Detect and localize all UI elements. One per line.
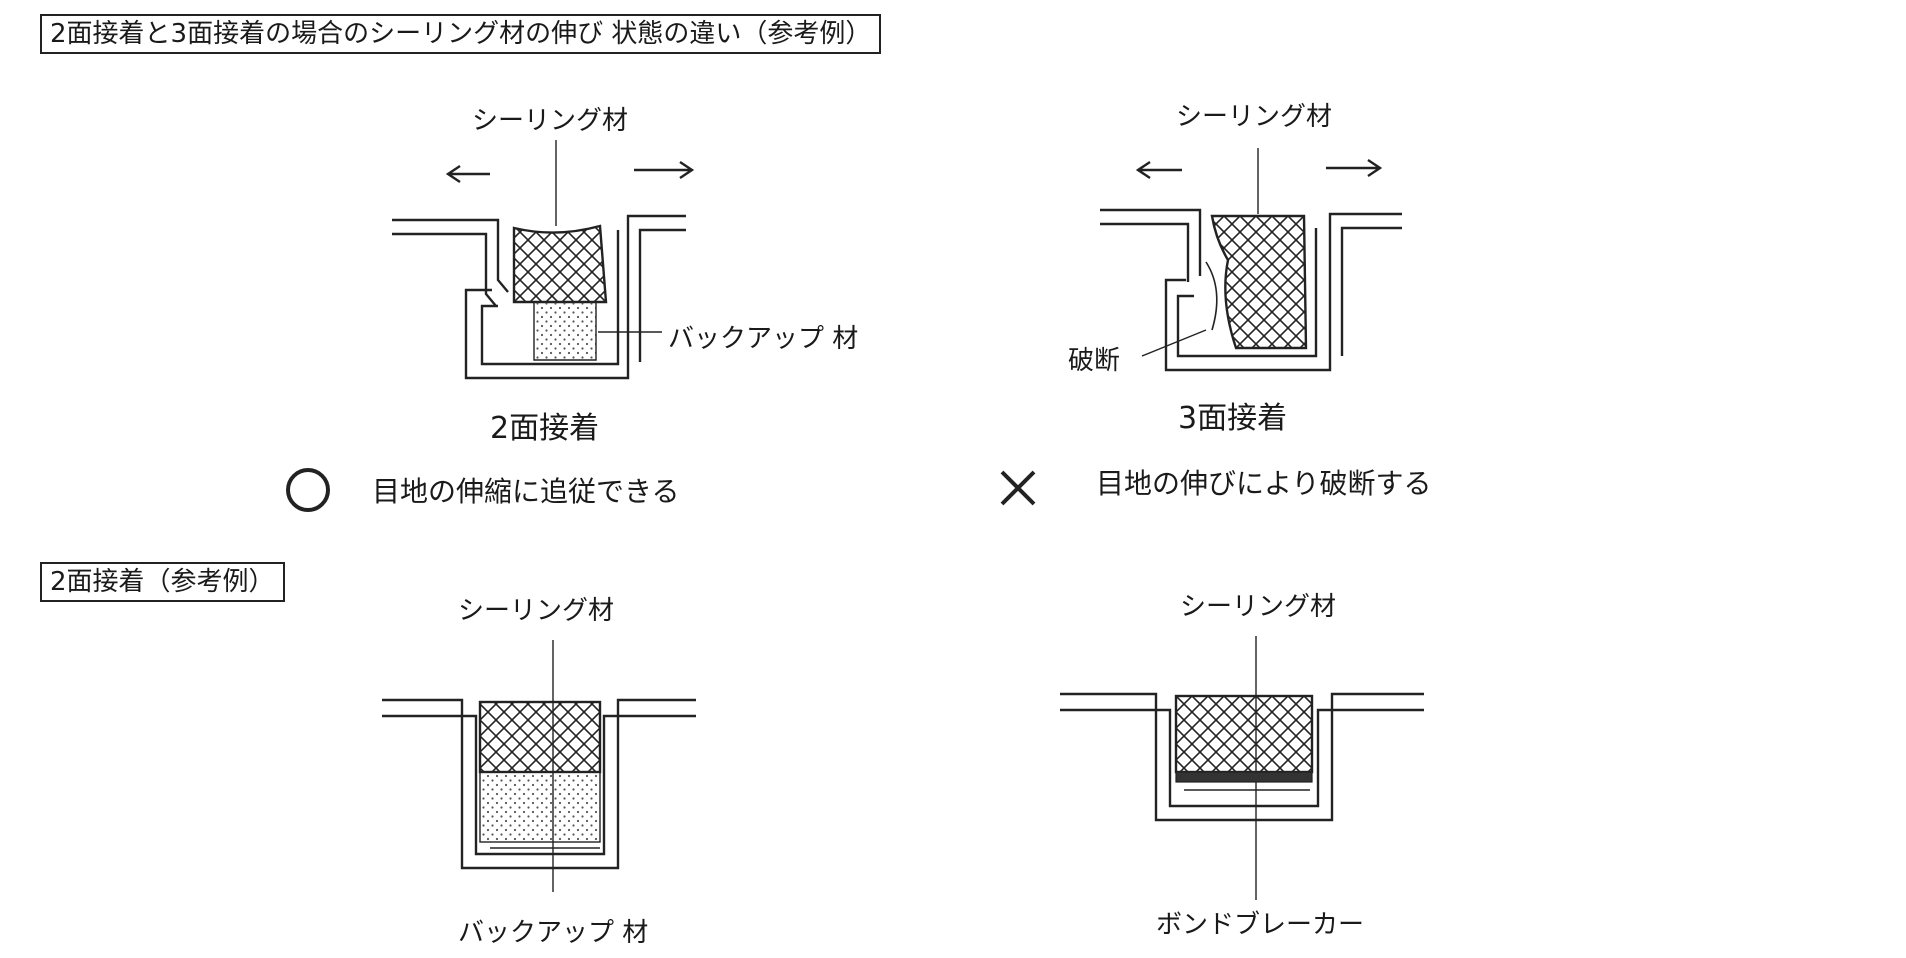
circle-mark-icon: [286, 468, 330, 512]
caption-three-surface: 3面接着: [1178, 401, 1288, 436]
caption-two-surface: 2面接着: [490, 411, 600, 446]
section-title-two-surface: 2面接着（参考例）: [40, 562, 285, 602]
diagram-three-surface: [1100, 148, 1402, 372]
sealant-label-top-left: シーリング材: [472, 106, 629, 136]
sealant-label-bottom-right: シーリング材: [1180, 592, 1337, 622]
diagram-two-surface: [392, 140, 695, 380]
arrow-left-icon: [445, 165, 490, 183]
verdict-text-fail: 目地の伸びにより破断する: [1096, 467, 1432, 500]
backup-label-top-left: バックアップ 材: [668, 324, 859, 354]
arrow-right-icon: [634, 161, 695, 179]
diagram-bond-breaker-example: [1060, 636, 1424, 900]
cross-mark-icon: [1000, 470, 1036, 506]
arrow-left-icon: [1135, 161, 1182, 179]
sealant-fill: [1210, 214, 1308, 350]
bond-breaker-label: ボンドブレーカー: [1156, 910, 1365, 940]
sealant-fill: [1174, 694, 1314, 774]
sealant-fill: [512, 224, 608, 304]
sealant-fill: [478, 700, 602, 774]
arrow-right-icon: [1326, 159, 1383, 177]
sealant-label-bottom-left: シーリング材: [458, 596, 615, 626]
backup-material: [533, 301, 597, 361]
verdict-text-ok: 目地の伸縮に追従できる: [372, 475, 680, 508]
sealant-label-top-right: シーリング材: [1176, 102, 1333, 132]
bond-breaker: [1175, 771, 1313, 783]
fracture-label: 破断: [1068, 346, 1121, 376]
section-title-comparison: 2面接着と3面接着の場合のシーリング材の伸び 状態の違い（参考例）: [40, 14, 882, 54]
backup-material: [479, 771, 601, 843]
diagram-backup-example: [382, 640, 696, 892]
backup-label-bottom-left: バックアップ 材: [458, 918, 649, 948]
fracture-crack: [1205, 261, 1218, 331]
